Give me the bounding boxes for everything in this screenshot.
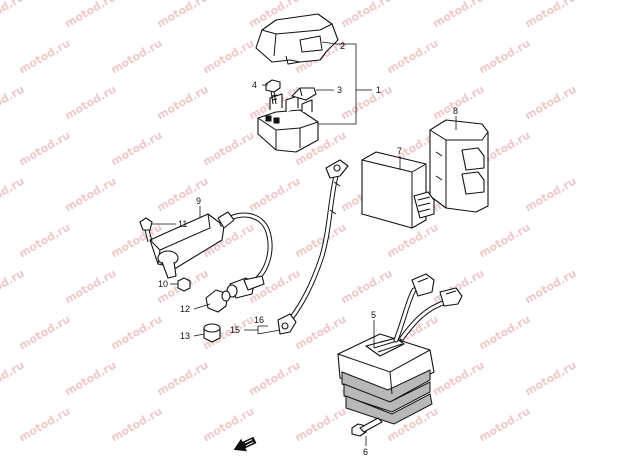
ignition-coil-part: [149, 211, 273, 281]
callout-3: 3: [337, 85, 342, 95]
callout-6: 6: [363, 447, 368, 457]
nut-part-10: [177, 277, 191, 292]
front-direction-arrow-icon: [233, 436, 257, 452]
plug-cap-part-12: [205, 289, 231, 313]
callout-4: 4: [252, 80, 257, 90]
bracket-part: [429, 119, 489, 213]
callout-11: 11: [178, 219, 187, 229]
callout-7: 7: [397, 146, 402, 156]
callouts: 1 2 3 4 5 6 7 8 9 10 11 12 13 15 16: [158, 41, 458, 457]
callout-13: 13: [180, 331, 190, 341]
callout-9: 9: [196, 196, 201, 206]
callout-10: 10: [158, 279, 168, 289]
spark-plug-cap-part: [226, 275, 265, 299]
coil-bolt-part-11: [139, 217, 153, 243]
callout-1: 1: [376, 85, 381, 95]
relay-cover-part: [255, 13, 339, 65]
leader-lines: [152, 41, 457, 446]
cdi-unit-part: [361, 151, 435, 229]
regulator-rectifier-part: [337, 273, 463, 425]
callout-8: 8: [453, 106, 458, 116]
callout-12: 12: [180, 304, 190, 314]
starter-relay-part: [257, 87, 319, 153]
ground-lead-part: [277, 159, 349, 335]
callout-2: 2: [340, 41, 345, 51]
callout-5: 5: [371, 310, 376, 320]
callout-16: 16: [254, 315, 264, 325]
callout-15: 15: [230, 325, 240, 335]
bolt-part-6: [351, 417, 383, 437]
bolt-part-4: [265, 79, 281, 105]
grommet-part-13: [203, 323, 221, 343]
